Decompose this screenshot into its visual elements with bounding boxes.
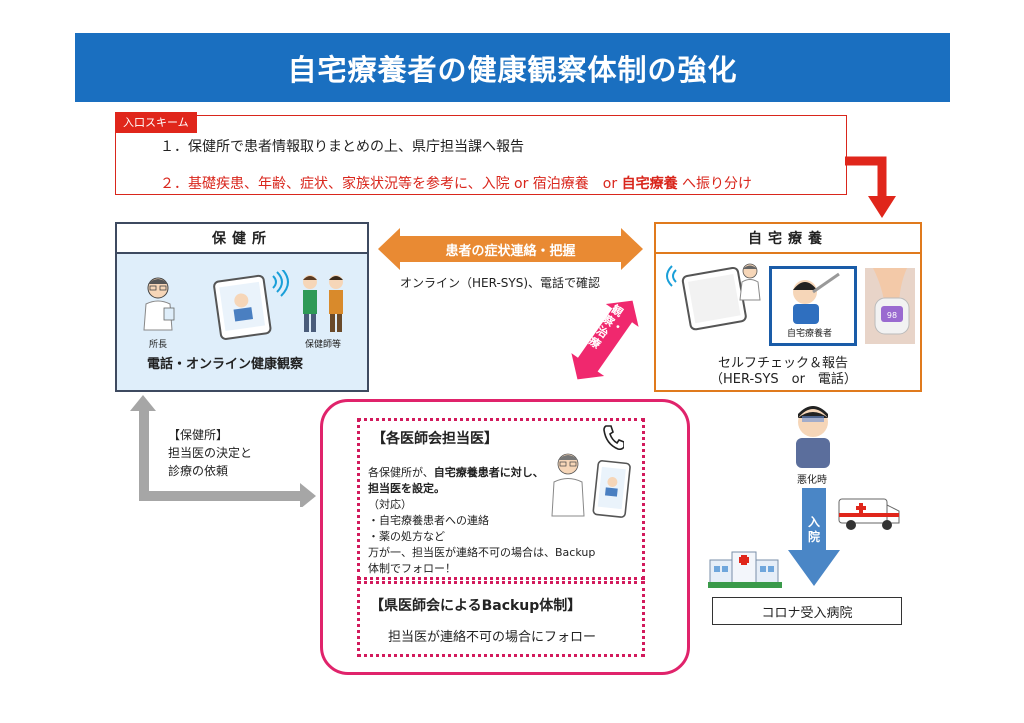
- chief-label: 所長: [149, 340, 168, 350]
- page-title: 自宅療養者の健康観察体制の強化: [75, 33, 950, 102]
- online-confirm-text: オンライン（HER-SYS)、電話で確認: [400, 276, 601, 290]
- doctor-line6: 万が一、担当医が連絡不可の場合は、Backup: [368, 546, 596, 559]
- doctor-line3: （対応）: [368, 498, 412, 511]
- home-tablet-icon: [666, 265, 747, 331]
- observe-treat-arrow: [571, 300, 639, 380]
- doctor-line2: 担当医を設定。: [368, 481, 595, 497]
- left-note: 【保健所】 担当医の決定と 診療の依頼: [168, 426, 252, 480]
- doctor-line2-bold: 担当医を設定。: [368, 482, 445, 495]
- covid-hospital-box: コロナ受入病院: [712, 597, 902, 625]
- intake-step-1: １．保健所で患者情報取りまとめの上、県庁担当課へ報告: [160, 139, 524, 155]
- backup-text: 担当医が連絡不可の場合にフォロー: [388, 630, 597, 645]
- doctor-with-tablet-icon: [551, 453, 631, 518]
- doctor-line5: ・薬の処方など: [368, 530, 445, 543]
- admission-label: 入院: [807, 515, 820, 544]
- left-note-line1: 【保健所】: [168, 428, 229, 442]
- svg-text:98: 98: [887, 311, 897, 320]
- admission-arrow: [788, 488, 840, 586]
- health-center-header: 保健所: [117, 224, 367, 254]
- home-caption-1: セルフチェック＆報告: [718, 356, 849, 371]
- intake-step-2-prefix: ２．基礎疾患、年齢、症状、家族状況等を参考に、入院 or 宿泊療養 or: [160, 176, 622, 192]
- phone-icon: [603, 425, 624, 450]
- worsening-label: 悪化時: [797, 475, 827, 486]
- pulse-oximeter-icon: 98: [865, 268, 915, 344]
- intake-step-2-suffix: へ振り分け: [677, 176, 753, 192]
- left-note-line2: 担当医の決定と: [168, 446, 253, 460]
- intake-scheme-tag: 入口スキーム: [115, 112, 197, 133]
- intake-step-2-home: 自宅療養: [621, 176, 678, 192]
- patient-thermometer-icon: [793, 272, 840, 324]
- home-doctor-icon: [739, 263, 761, 301]
- tablet-icon: [213, 270, 289, 340]
- doctor-system-box: [320, 399, 690, 675]
- backup-heading: 【県医師会によるBackup体制】: [370, 598, 582, 614]
- nurse-label: 保健師等: [305, 340, 342, 350]
- worsening-patient-icon: [796, 406, 830, 468]
- scheme-to-home-arrow: [845, 156, 896, 218]
- chief-doctor-icon: [143, 277, 175, 331]
- doctor-line1: 各保健所が、自宅療養患者に対し、: [368, 465, 595, 481]
- assigned-doctor-box: [357, 418, 645, 580]
- doctor-line7: 体制でフォロー！: [368, 562, 456, 575]
- home-caption-2: （HER-SYS or 電話）: [710, 372, 857, 387]
- ambulance-icon: [838, 498, 900, 530]
- doctor-line1-prefix: 各保健所が、: [368, 466, 434, 479]
- health-center-caption: 電話・オンライン健康観察: [147, 357, 304, 372]
- assigned-doctor-heading: 【各医師会担当医】: [372, 431, 498, 447]
- symptom-contact-arrow: [378, 228, 643, 270]
- hospital-icon: [708, 551, 782, 588]
- nurses-icon: [303, 275, 343, 332]
- home-patient-label: 自宅療養者: [787, 329, 833, 339]
- intake-step-2: ２．基礎疾患、年齢、症状、家族状況等を参考に、入院 or 宿泊療養 or 自宅療…: [160, 173, 752, 193]
- left-note-line3: 診療の依頼: [168, 464, 229, 478]
- doctor-line1-bold: 自宅療養患者に対し、: [433, 466, 544, 479]
- doctor-line4: ・自宅療養患者への連絡: [368, 514, 489, 527]
- home-care-header: 自宅療養: [656, 224, 920, 254]
- backup-system-box: [357, 581, 645, 657]
- symptom-contact-label: 患者の症状連絡・把握: [445, 244, 576, 259]
- intake-scheme-box: [115, 115, 847, 195]
- assigned-doctor-text: 各保健所が、自宅療養患者に対し、 担当医を設定。 （対応） ・自宅療養患者への連…: [368, 465, 595, 577]
- designate-doctor-arrow: [130, 395, 316, 507]
